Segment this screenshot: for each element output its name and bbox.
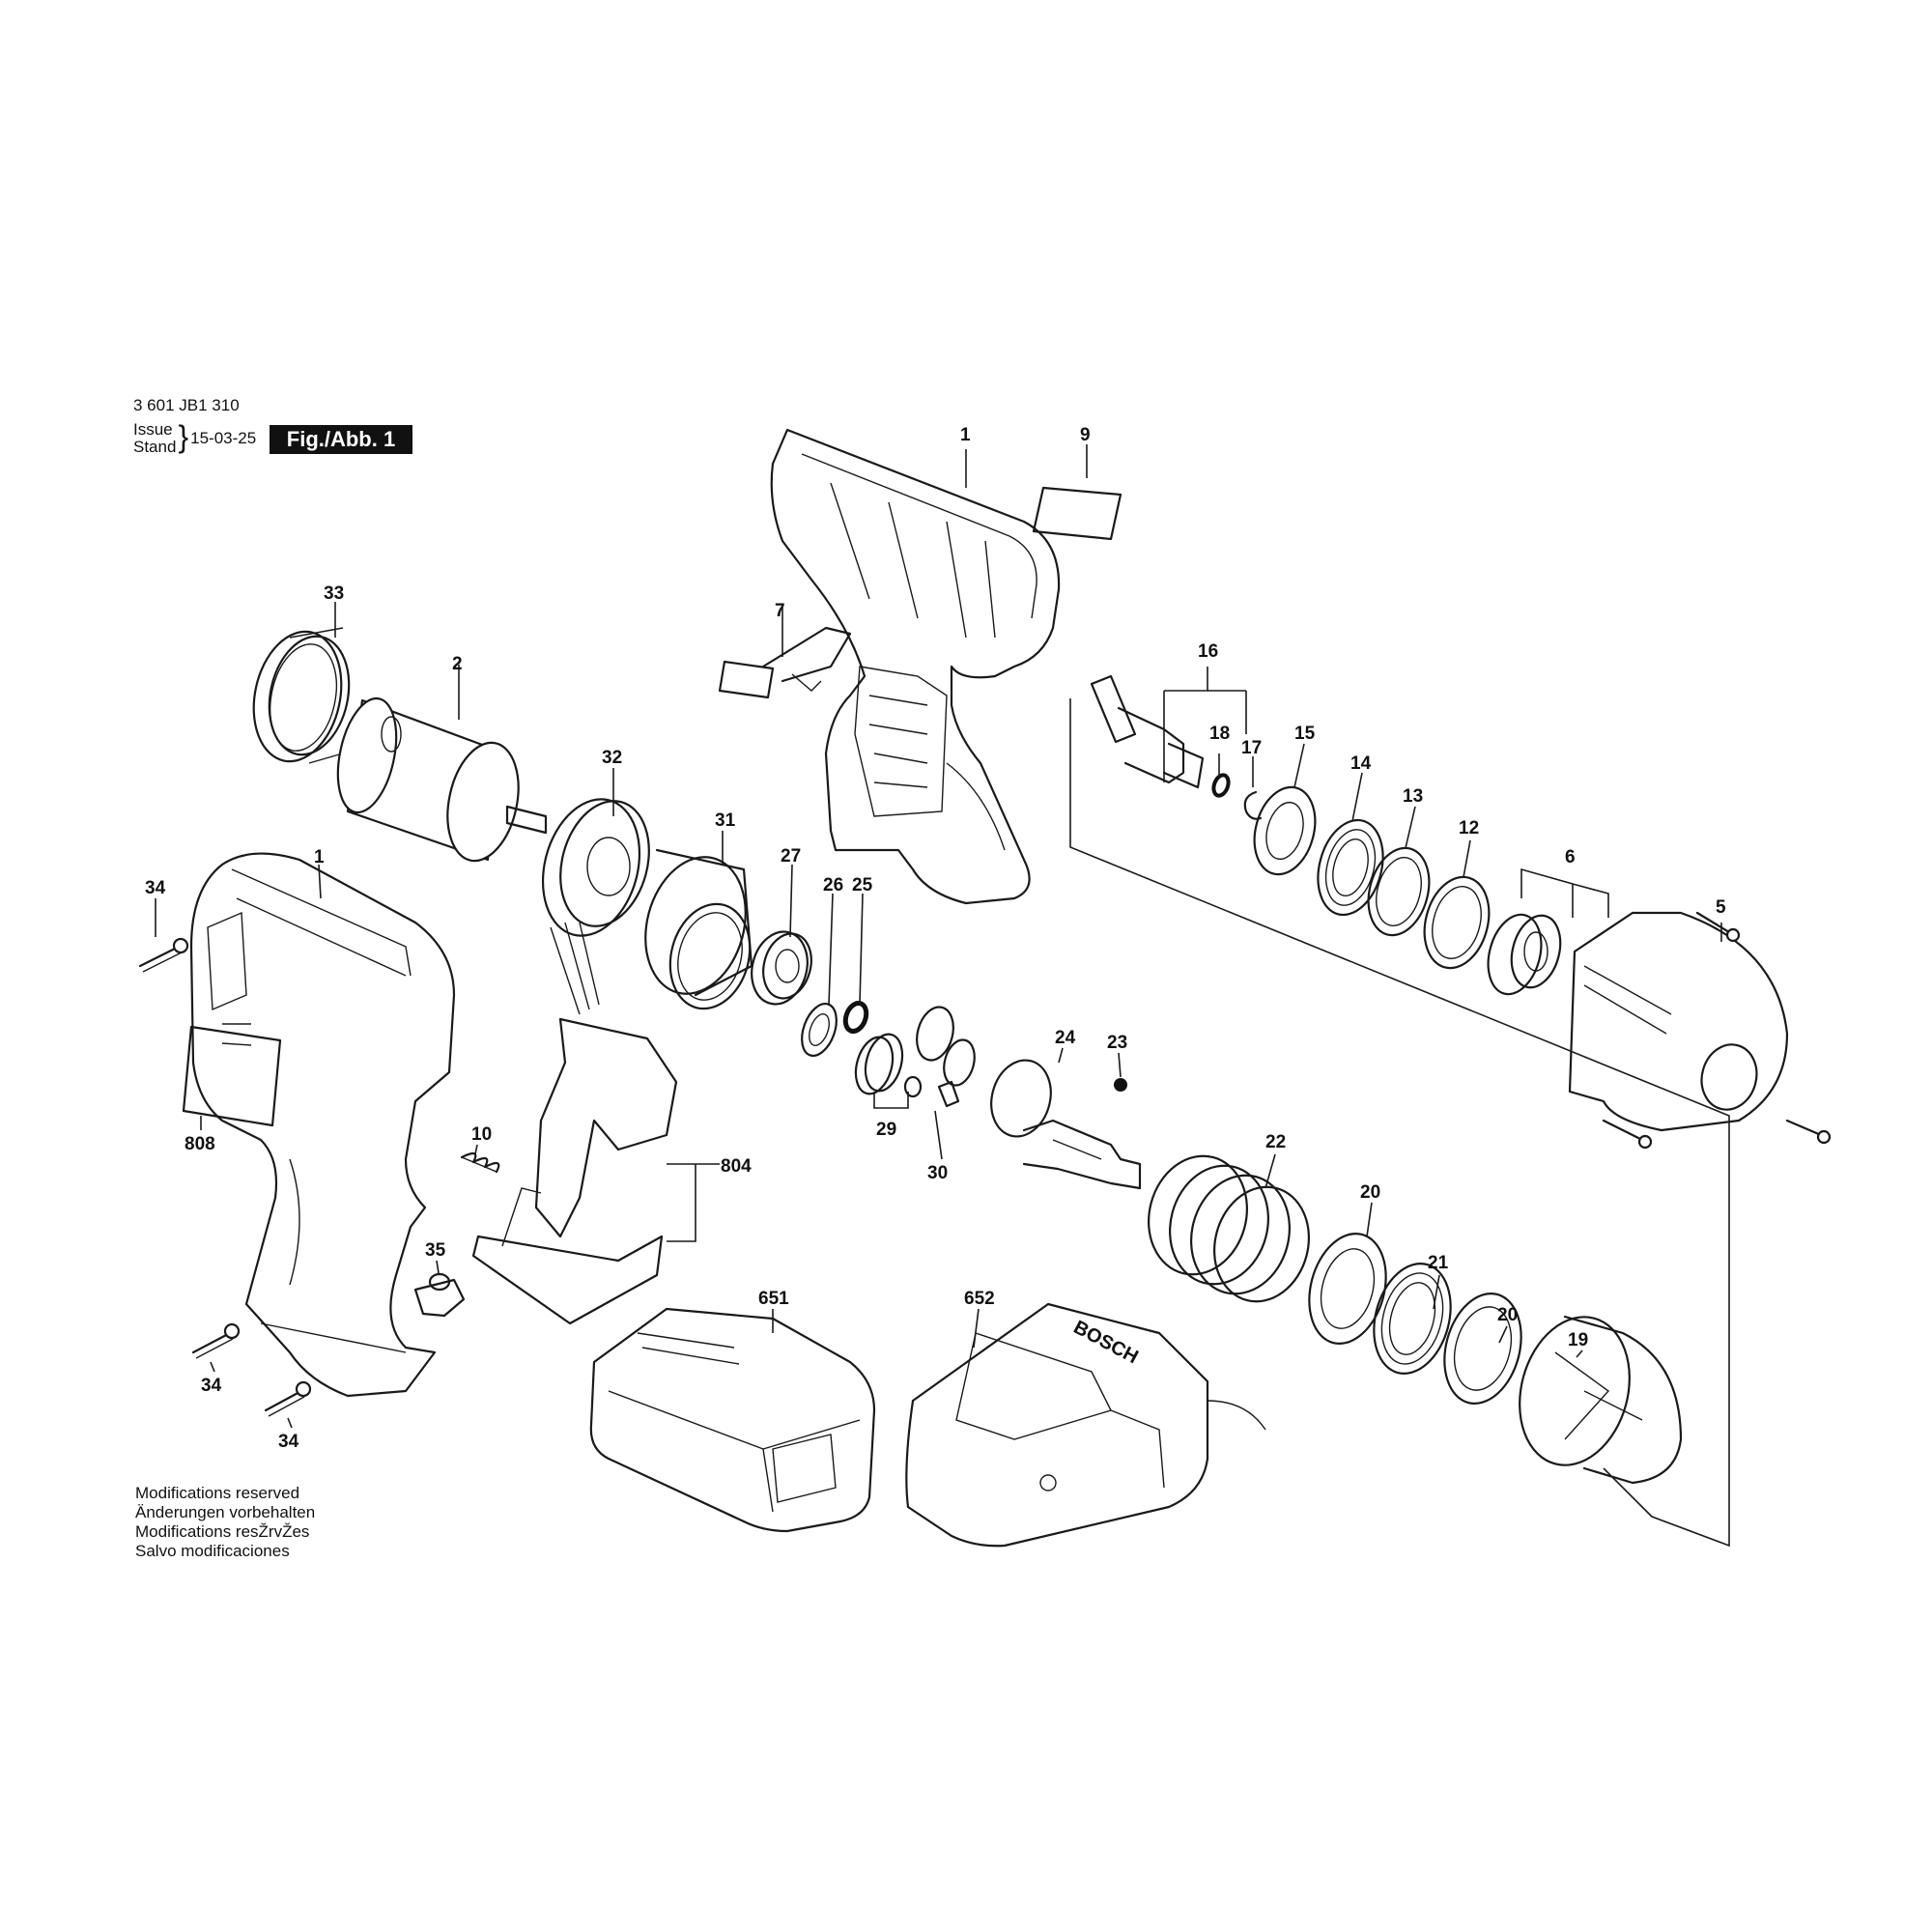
callout-21: 21 [1428,1253,1449,1273]
callout-9: 9 [1080,425,1091,445]
brace-glyph: } [178,419,189,454]
callout-22: 22 [1265,1132,1286,1152]
figure-badge: Fig./Abb. 1 [270,425,412,454]
callout-26: 26 [823,875,843,895]
spindle-part-24 [990,1059,1142,1190]
callout-29: 29 [876,1120,896,1140]
callout-13: 13 [1403,786,1423,807]
issue-label: Issue [133,420,173,439]
washer-part-15 [1253,785,1317,876]
callout-housing-left: 1 [314,847,325,867]
issue-date: 15-03-25 [190,429,257,447]
oring-part-18 [1211,773,1231,798]
callout-20-upper: 20 [1360,1182,1380,1203]
callout-651: 651 [758,1289,789,1309]
callout-7: 7 [775,601,785,621]
note-line-en: Modifications reserved [135,1484,300,1502]
nose-cover [1568,911,1789,1132]
callout-14: 14 [1350,753,1372,774]
callout-35: 35 [425,1240,446,1261]
callout-34-bottom: 34 [278,1432,299,1452]
support-part-32 [541,798,650,937]
callout-804: 804 [721,1156,752,1177]
callout-10: 10 [471,1124,492,1145]
callout-5: 5 [1716,897,1726,918]
callout-20-lower: 20 [1497,1305,1518,1325]
callout-19: 19 [1568,1330,1588,1350]
label-plate-9 [1032,486,1122,541]
callout-housing-right: 1 [960,425,971,445]
callout-33: 33 [324,583,344,604]
note-line-fr: Modifications resŽrvŽes [135,1522,310,1541]
circlip-part-17 [1243,790,1263,820]
issue-block: Issue Stand }15-03-25 [133,419,257,456]
callout-18: 18 [1209,724,1230,744]
screw-34-bottom [264,1380,312,1417]
ring-part-13 [1367,846,1431,937]
callout-34-mid: 34 [201,1376,222,1396]
charger-brand-text: BOSCH [1070,1317,1142,1368]
callout-17: 17 [1241,738,1262,758]
note-line-es: Salvo modificaciones [135,1542,290,1560]
callout-24: 24 [1055,1028,1076,1048]
pin-part-30 [937,1080,960,1108]
callout-31: 31 [715,810,736,831]
issue-labels: Issue Stand [133,421,176,456]
callout-16: 16 [1198,641,1218,662]
screw-34-top [138,937,189,973]
planet-gears-29 [854,1006,976,1098]
battery-pack-651 [589,1307,876,1533]
stand-label: Stand [133,438,177,456]
gear-ring-part-31 [644,848,753,1010]
shaft-group-16 [1090,674,1205,789]
callout-30: 30 [927,1163,948,1183]
ring-part-12 [1423,875,1491,970]
spring-part-10 [460,1151,500,1174]
screw-34-mid [191,1322,241,1359]
callout-labels: 1 9 7 33 2 16 18 17 15 14 13 12 32 31 27… [145,425,1726,1452]
washer-part-26 [801,1003,838,1057]
charger-652: BOSCH [905,1302,1266,1548]
washer-20-lower [1443,1293,1522,1405]
spring-part-22 [1148,1154,1310,1303]
bearing-part-27 [751,930,812,1006]
housing-right-half [770,428,1061,905]
callout-2: 2 [452,654,463,674]
screw-part-5 [1602,911,1832,1150]
callout-32: 32 [602,748,622,768]
note-line-de: Änderungen vorbehalten [135,1503,316,1521]
callout-27: 27 [781,846,801,867]
label-part-808 [182,1025,282,1127]
switch-part-804 [471,922,678,1325]
callout-652: 652 [964,1289,995,1309]
callout-808: 808 [185,1134,215,1154]
callout-23: 23 [1107,1033,1127,1053]
anvil-group-6 [1487,913,1562,996]
oring-part-25 [842,1000,869,1035]
leader-lines [155,444,1730,1548]
housing-left-half [189,852,456,1398]
callout-15: 15 [1294,724,1316,744]
hammer-part-19 [1519,1315,1683,1485]
callout-12: 12 [1459,818,1479,838]
modification-notes: Modifications reserved Änderungen vorbeh… [135,1484,315,1561]
callout-6: 6 [1565,847,1576,867]
document-number: 3 601 JB1 310 [133,396,240,414]
ring-part-33 [252,627,360,764]
button-part-35 [413,1272,466,1318]
clip-part-7 [718,626,852,699]
bearing-part-14 [1317,818,1384,917]
motor-part-2 [336,696,548,863]
washer-20-upper [1308,1233,1387,1345]
callout-25: 25 [852,875,873,895]
ball-part-23 [1114,1078,1127,1092]
bearing-part-21 [1373,1263,1452,1375]
callout-34-top: 34 [145,878,166,898]
